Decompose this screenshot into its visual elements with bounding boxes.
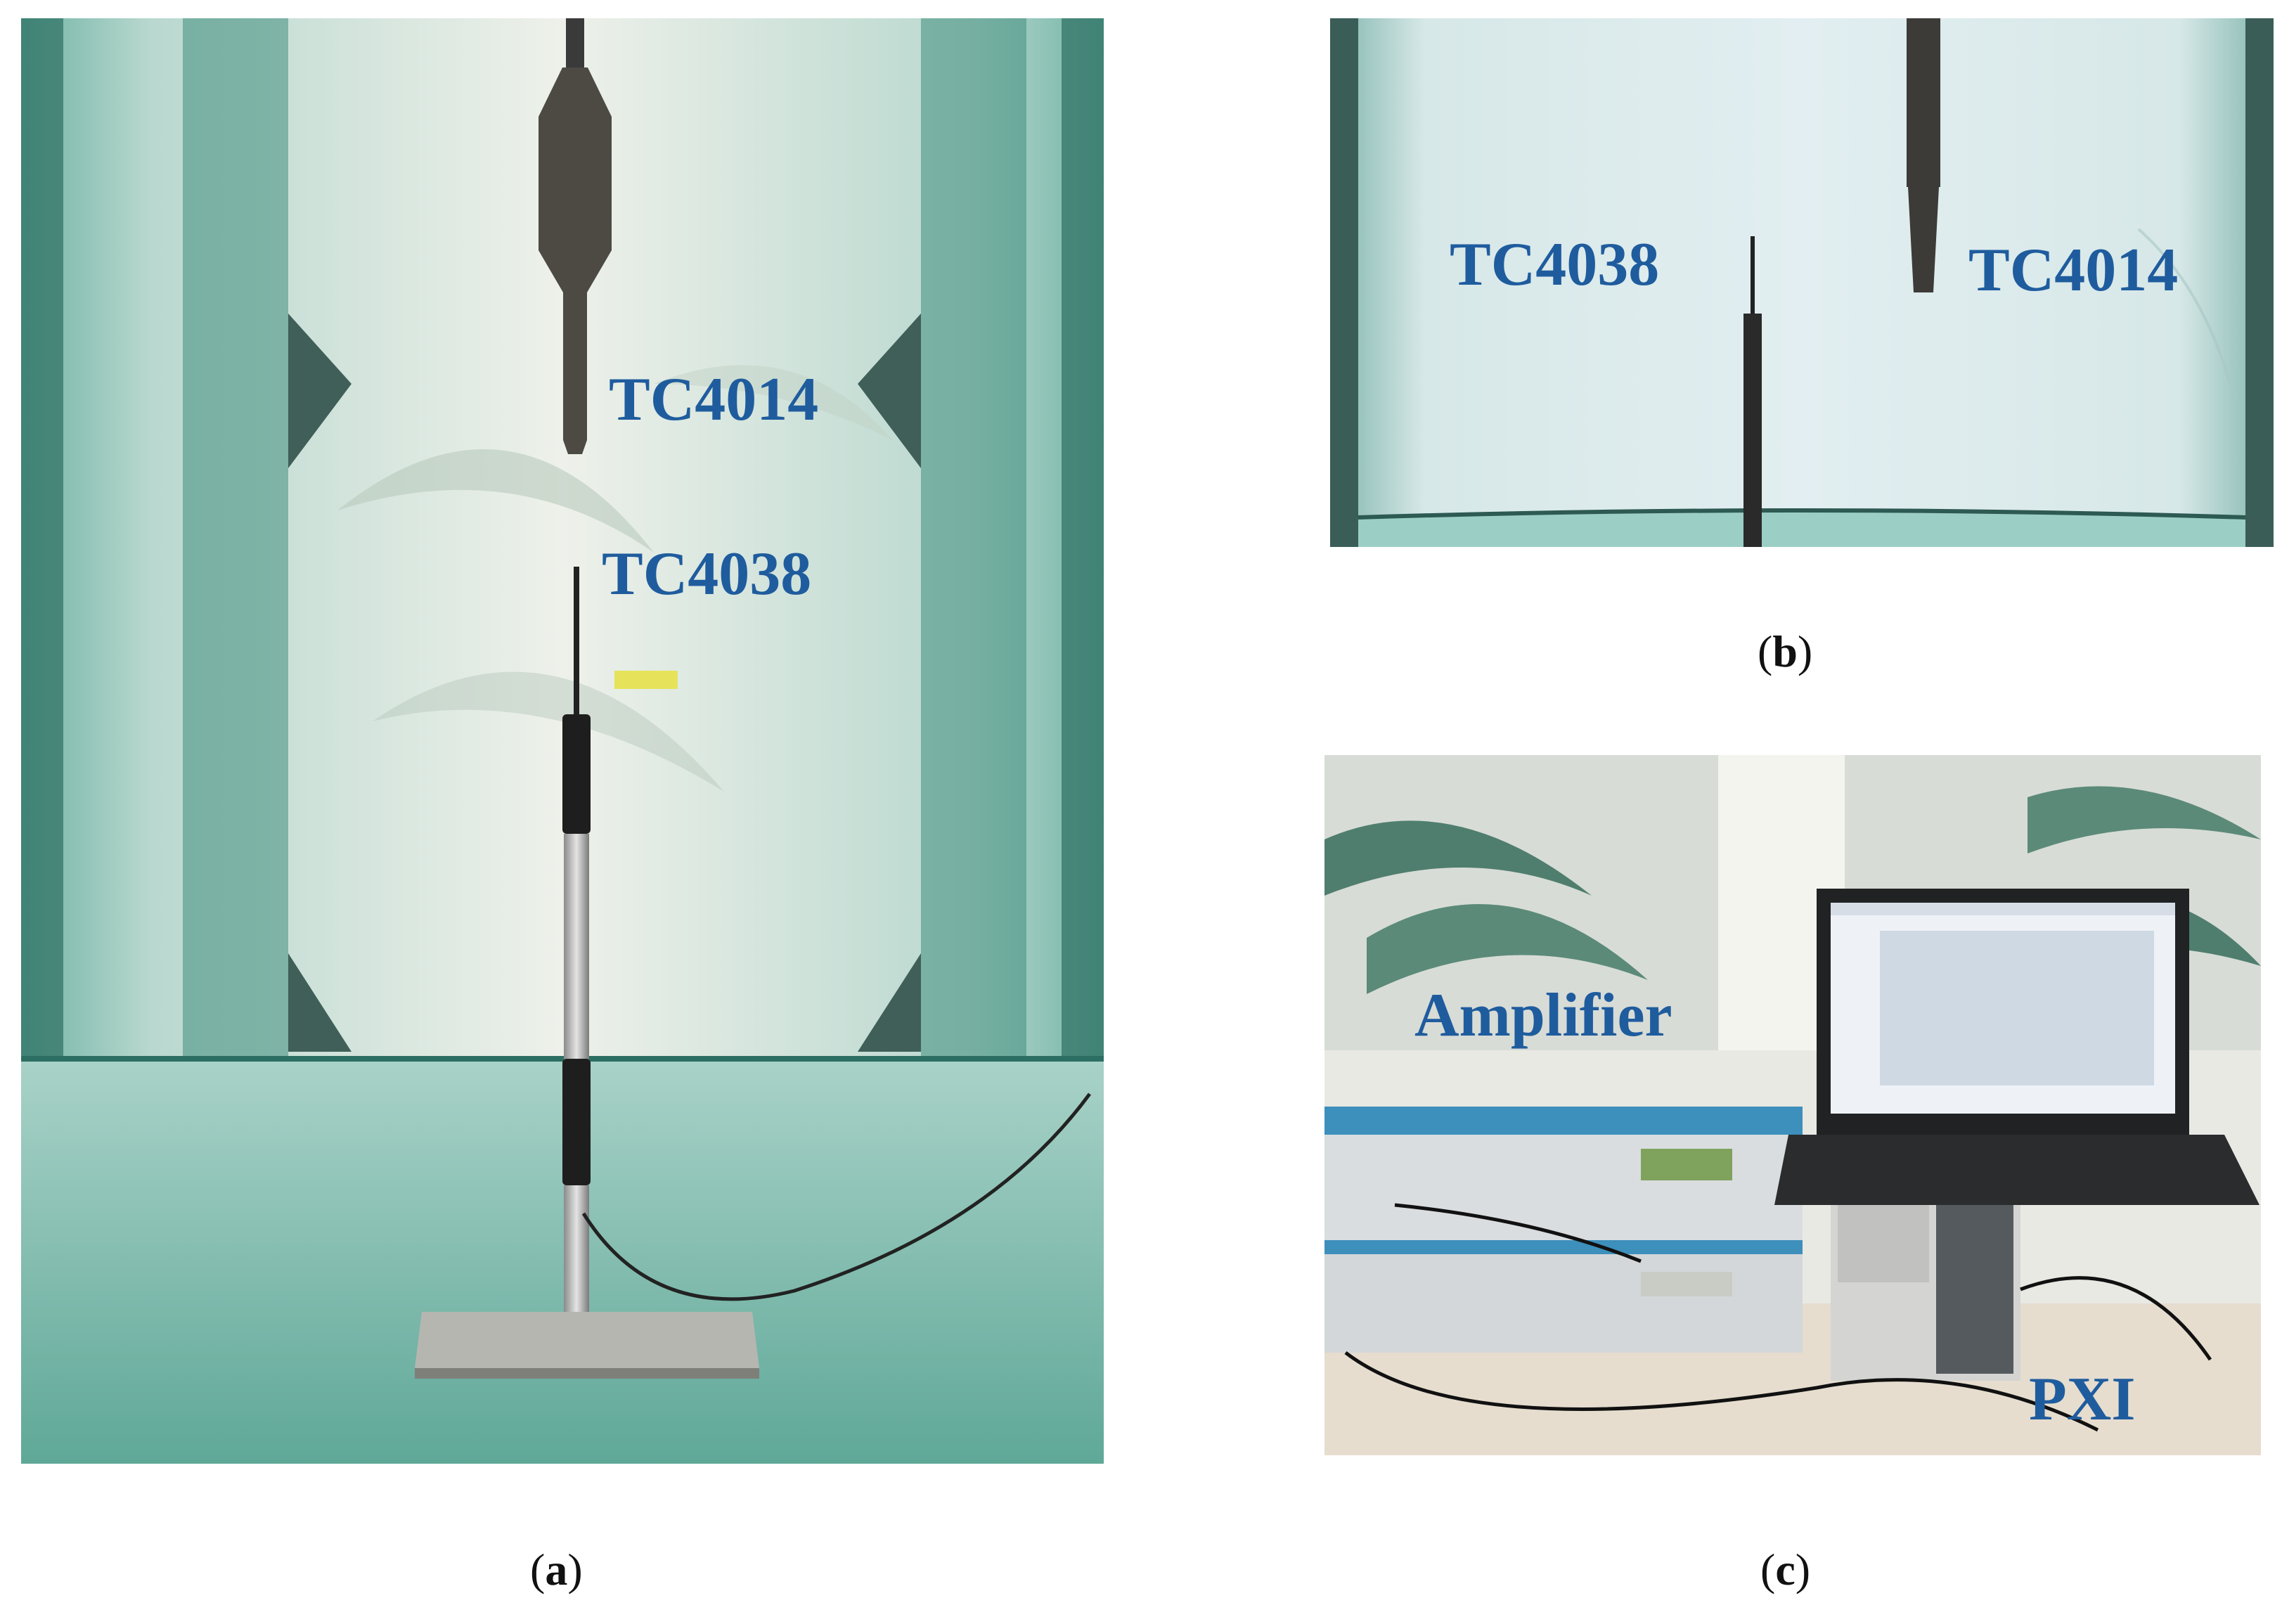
tank-photo-a — [21, 18, 1104, 1464]
photo-panel-b: TC4038 TC4014 — [1330, 18, 2274, 547]
sensor-label-tc4014-b: TC4014 — [1968, 236, 2179, 304]
equipment-label-pxi: PXI — [2029, 1365, 2136, 1433]
equipment-photo-c — [1324, 755, 2261, 1455]
photo-panel-c: Amplifier PXI — [1324, 755, 2261, 1455]
sensor-label-tc4038-b: TC4038 — [1450, 231, 1660, 299]
sensor-label-tc4014: TC4014 — [609, 366, 819, 434]
caption-c: (c) — [1760, 1545, 1811, 1594]
photo-panel-a: TC4014 TC4038 — [21, 18, 1104, 1464]
caption-a: (a) — [530, 1545, 583, 1594]
equipment-label-amplifier: Amplifier — [1414, 981, 1672, 1050]
caption-b: (b) — [1758, 626, 1813, 676]
sensor-label-tc4038: TC4038 — [602, 540, 812, 608]
tank-photo-b — [1330, 18, 2274, 547]
